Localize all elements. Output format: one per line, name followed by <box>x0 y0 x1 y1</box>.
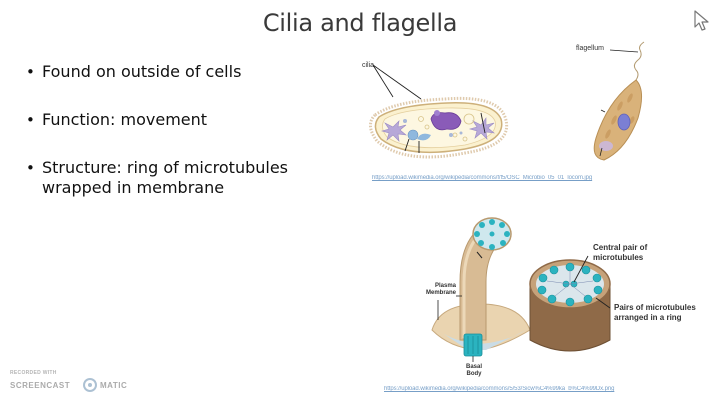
watermark-recorded-with: RECORDED WITH <box>10 370 57 376</box>
bullet-item: Function: movement <box>26 110 346 130</box>
mouse-cursor-icon <box>694 10 709 31</box>
label-central-pair-line1: Central pair of <box>593 243 648 252</box>
source-link-top[interactable]: https://upload.wikimedia.org/wikipedia/c… <box>372 175 593 181</box>
screencast-watermark: RECORDED WITH SCREENCAST MATIC <box>6 368 136 398</box>
label-plasma-membrane: Plasma Membrane <box>418 283 456 297</box>
screencast-logo-icon <box>83 378 97 392</box>
label-basal-body: Basal Body <box>463 364 485 378</box>
label-flagellum: flagellum <box>576 45 605 52</box>
label-body: Body <box>466 371 482 377</box>
slide-title: Cilia and flagella <box>262 9 458 37</box>
bullet-list: Found on outside of cells Function: move… <box>26 62 346 226</box>
label-central-pair: Central pair of microtubules <box>593 243 647 263</box>
label-membrane: Membrane <box>425 290 456 296</box>
label-central-pair-line2: microtubules <box>593 253 644 262</box>
bullet-item: Structure: ring of microtubules wrapped … <box>26 158 332 198</box>
paramecium-cilia-illustration <box>369 64 508 159</box>
bullet-item: Found on outside of cells <box>26 62 346 82</box>
label-pairs-ring-line2: arranged in a ring <box>614 313 682 322</box>
watermark-brand-left: SCREENCAST <box>10 381 71 390</box>
source-link-bottom[interactable]: https://upload.wikimedia.org/wikipedia/c… <box>384 386 615 392</box>
label-plasma: Plasma <box>434 283 456 289</box>
cilium-structure-illustration <box>431 217 611 362</box>
watermark-brand-right: MATIC <box>100 381 128 390</box>
label-pairs-ring: Pairs of microtubules arranged in a ring <box>614 303 696 323</box>
label-pairs-ring-line1: Pairs of microtubules <box>614 303 696 312</box>
label-cilia: cilia <box>362 62 375 69</box>
label-basal: Basal <box>465 364 482 370</box>
euglena-flagellum-illustration <box>593 41 645 161</box>
